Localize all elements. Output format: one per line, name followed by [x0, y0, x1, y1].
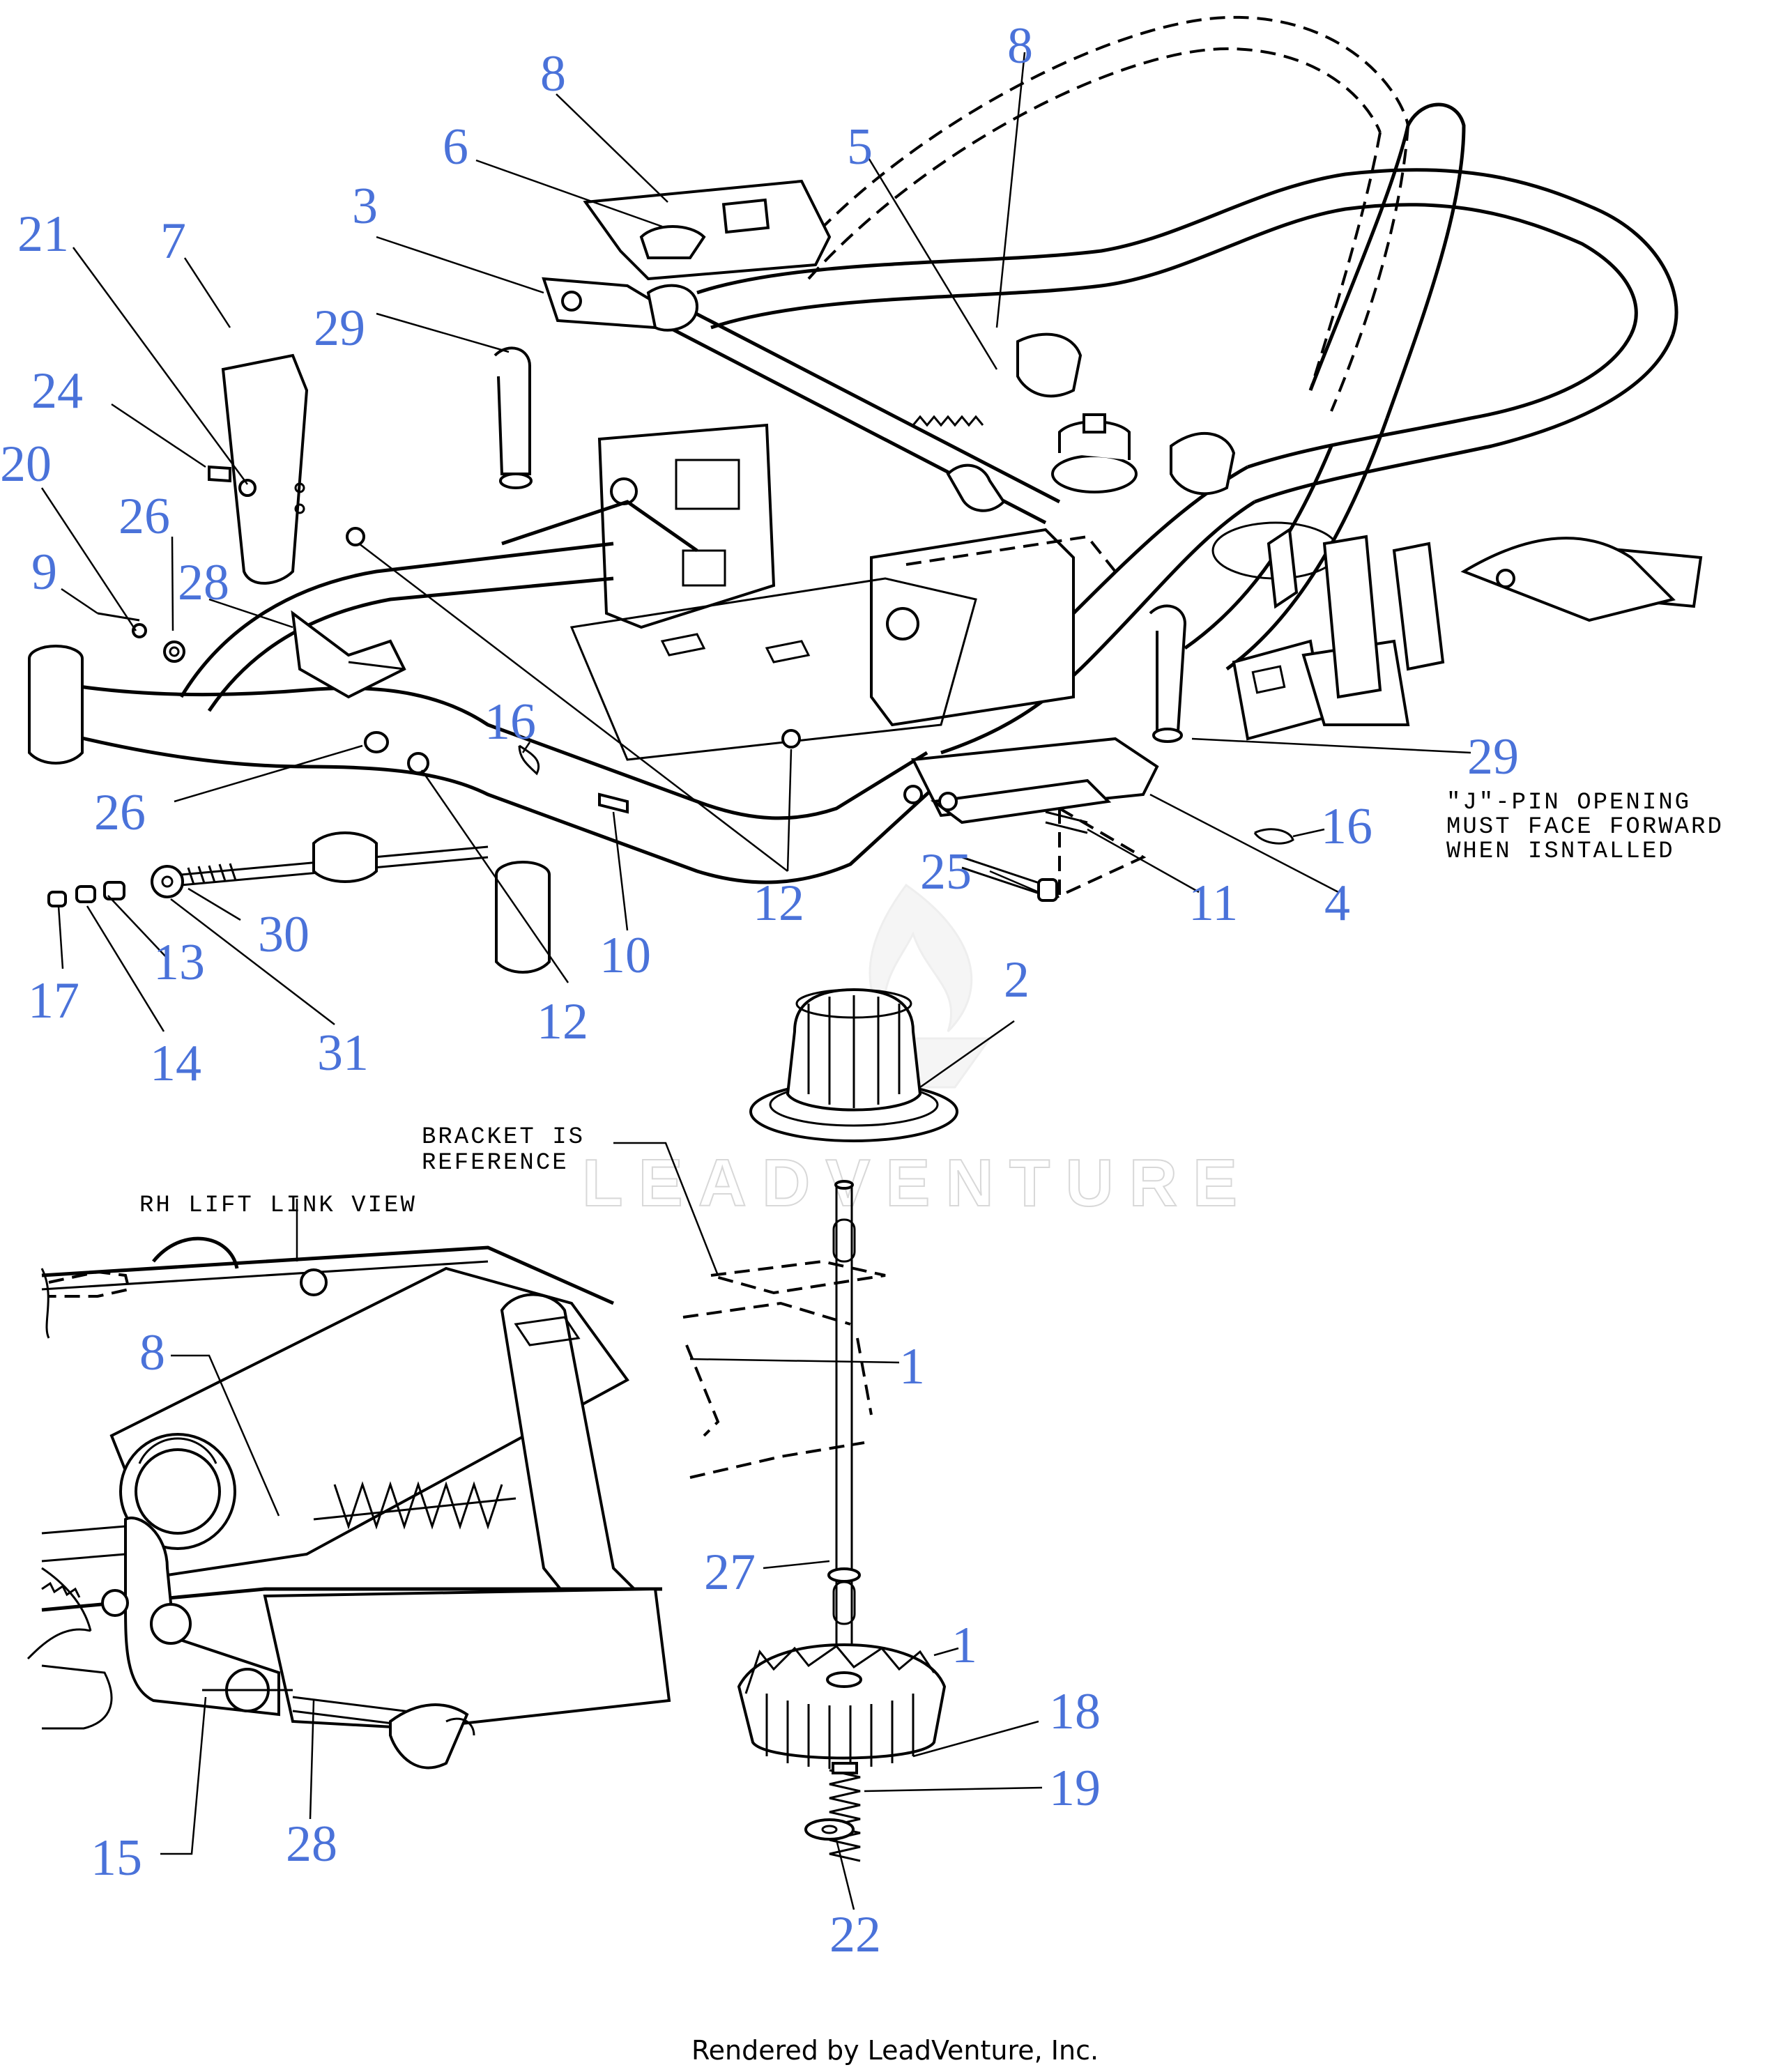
- jpin-note-line-3: WHEN ISNTALLED: [1446, 838, 1675, 865]
- callout-1: 1: [899, 1338, 925, 1395]
- rh-lift-link-view-label: RH LIFT LINK VIEW: [139, 1192, 417, 1219]
- callout-11: 11: [1188, 875, 1238, 932]
- callout-10: 10: [599, 927, 651, 984]
- callout-16: 16: [1321, 798, 1372, 855]
- callout-16: 16: [484, 693, 536, 751]
- callout-labels: 8 8 6 5 3 21 7 29 24 20 26 9 28 16 29 16…: [0, 17, 1519, 1963]
- callout-12: 12: [537, 993, 588, 1050]
- callout-21: 21: [17, 206, 69, 263]
- bracket-note-line-2: REFERENCE: [422, 1150, 569, 1176]
- callout-22: 22: [829, 1906, 881, 1963]
- bracket-note-line-1: BRACKET IS: [422, 1124, 585, 1151]
- callout-30: 30: [258, 906, 309, 963]
- mower-frame-assembly: [28, 15, 1703, 974]
- callout-8: 8: [1007, 17, 1033, 75]
- callout-27: 27: [704, 1544, 756, 1601]
- knob-assembly: [682, 988, 958, 1862]
- callout-19: 19: [1049, 1760, 1101, 1817]
- callout-8: 8: [540, 45, 566, 102]
- leader-lines: [40, 52, 1471, 1910]
- footer-credit: Rendered by LeadVenture, Inc.: [691, 2035, 1099, 2066]
- rh-lift-link-view: [26, 1236, 671, 1770]
- callout-8: 8: [139, 1324, 165, 1381]
- callout-9: 9: [31, 544, 57, 601]
- callout-18: 18: [1049, 1683, 1101, 1740]
- watermark-text: LEADVENTURE: [582, 1146, 1253, 1220]
- callout-2: 2: [1004, 951, 1030, 1008]
- callout-6: 6: [443, 118, 468, 176]
- callout-12: 12: [753, 875, 804, 932]
- callout-14: 14: [150, 1035, 201, 1092]
- callout-5: 5: [847, 118, 873, 176]
- callout-17: 17: [28, 972, 79, 1029]
- callout-24: 24: [31, 362, 83, 420]
- callout-20: 20: [0, 436, 52, 493]
- callout-26: 26: [118, 488, 170, 545]
- callout-31: 31: [317, 1025, 369, 1082]
- callout-15: 15: [91, 1829, 142, 1887]
- callout-1: 1: [951, 1617, 977, 1674]
- callout-26: 26: [94, 784, 146, 841]
- jpin-note-line-2: MUST FACE FORWARD: [1446, 814, 1724, 841]
- jpin-note-line-1: "J"-PIN OPENING: [1446, 790, 1691, 816]
- callout-29: 29: [314, 300, 365, 357]
- callout-28: 28: [286, 1816, 337, 1873]
- callout-28: 28: [178, 554, 229, 611]
- callout-29: 29: [1467, 728, 1519, 785]
- watermark: LEADVENTURE: [581, 883, 1253, 1221]
- callout-25: 25: [920, 843, 972, 900]
- callout-7: 7: [160, 213, 186, 270]
- callout-13: 13: [153, 934, 205, 991]
- callout-4: 4: [1324, 875, 1350, 932]
- callout-3: 3: [352, 178, 378, 235]
- notes: "J"-PIN OPENING MUST FACE FORWARD WHEN I…: [139, 790, 1724, 1219]
